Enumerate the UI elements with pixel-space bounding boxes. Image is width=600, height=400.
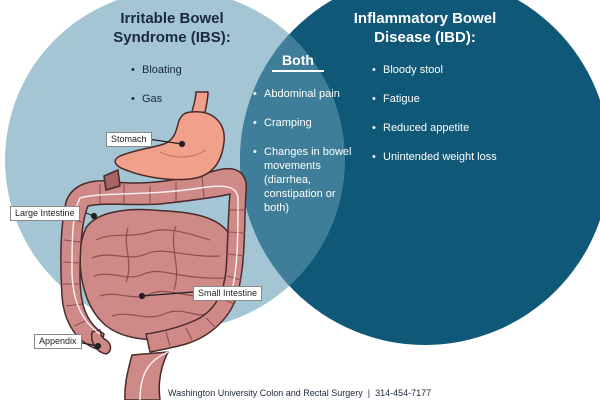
- both-title: Both: [272, 51, 324, 72]
- list-item: Bloody stool: [372, 63, 542, 77]
- both-symptom-list: Abdominal pain Cramping Changes in bowel…: [253, 87, 353, 230]
- footer-org: Washington University Colon and Rectal S…: [168, 388, 363, 398]
- stomach-organ: [114, 111, 225, 181]
- footer-credit: Washington University Colon and Rectal S…: [168, 388, 431, 399]
- ibd-title: Inflammatory Bowel Disease (IBD):: [325, 9, 525, 47]
- footer-phone: 314-454-7177: [375, 388, 432, 398]
- stomach-leader: [147, 138, 183, 145]
- footer-separator: |: [367, 388, 371, 398]
- rectum: [124, 351, 169, 400]
- ibs-title: Irritable Bowel Syndrome (IBS):: [82, 9, 262, 47]
- ibd-title-line2: Disease (IBD):: [374, 29, 476, 46]
- ibs-title-line2: Syndrome (IBS):: [113, 29, 231, 46]
- appendix-label: Appendix: [34, 334, 82, 349]
- list-item: Unintended weight loss: [372, 150, 542, 164]
- list-item: Cramping: [253, 116, 353, 130]
- large-intestine-label: Large Intestine: [10, 206, 80, 221]
- colon-path-line: [71, 185, 239, 400]
- small-intestine-label: Small Intestine: [193, 286, 263, 301]
- list-item: Changes in bowel movements (diarrhea, co…: [253, 145, 353, 215]
- ibd-symptom-list: Bloody stool Fatigue Reduced appetite Un…: [372, 63, 542, 179]
- ibs-title-line1: Irritable Bowel: [120, 10, 224, 27]
- list-item: Reduced appetite: [372, 121, 542, 135]
- list-item: Bloating: [131, 63, 241, 77]
- appendix-organ: [90, 329, 112, 355]
- small-intestine-leader: [141, 291, 194, 297]
- list-item: Abdominal pain: [253, 87, 353, 101]
- ibd-title-line1: Inflammatory Bowel: [353, 10, 497, 27]
- list-item: Fatigue: [372, 92, 542, 106]
- stomach-label: Stomach: [106, 132, 152, 147]
- ibs-symptom-list: Bloating Gas: [131, 63, 241, 121]
- list-item: Gas: [131, 92, 241, 106]
